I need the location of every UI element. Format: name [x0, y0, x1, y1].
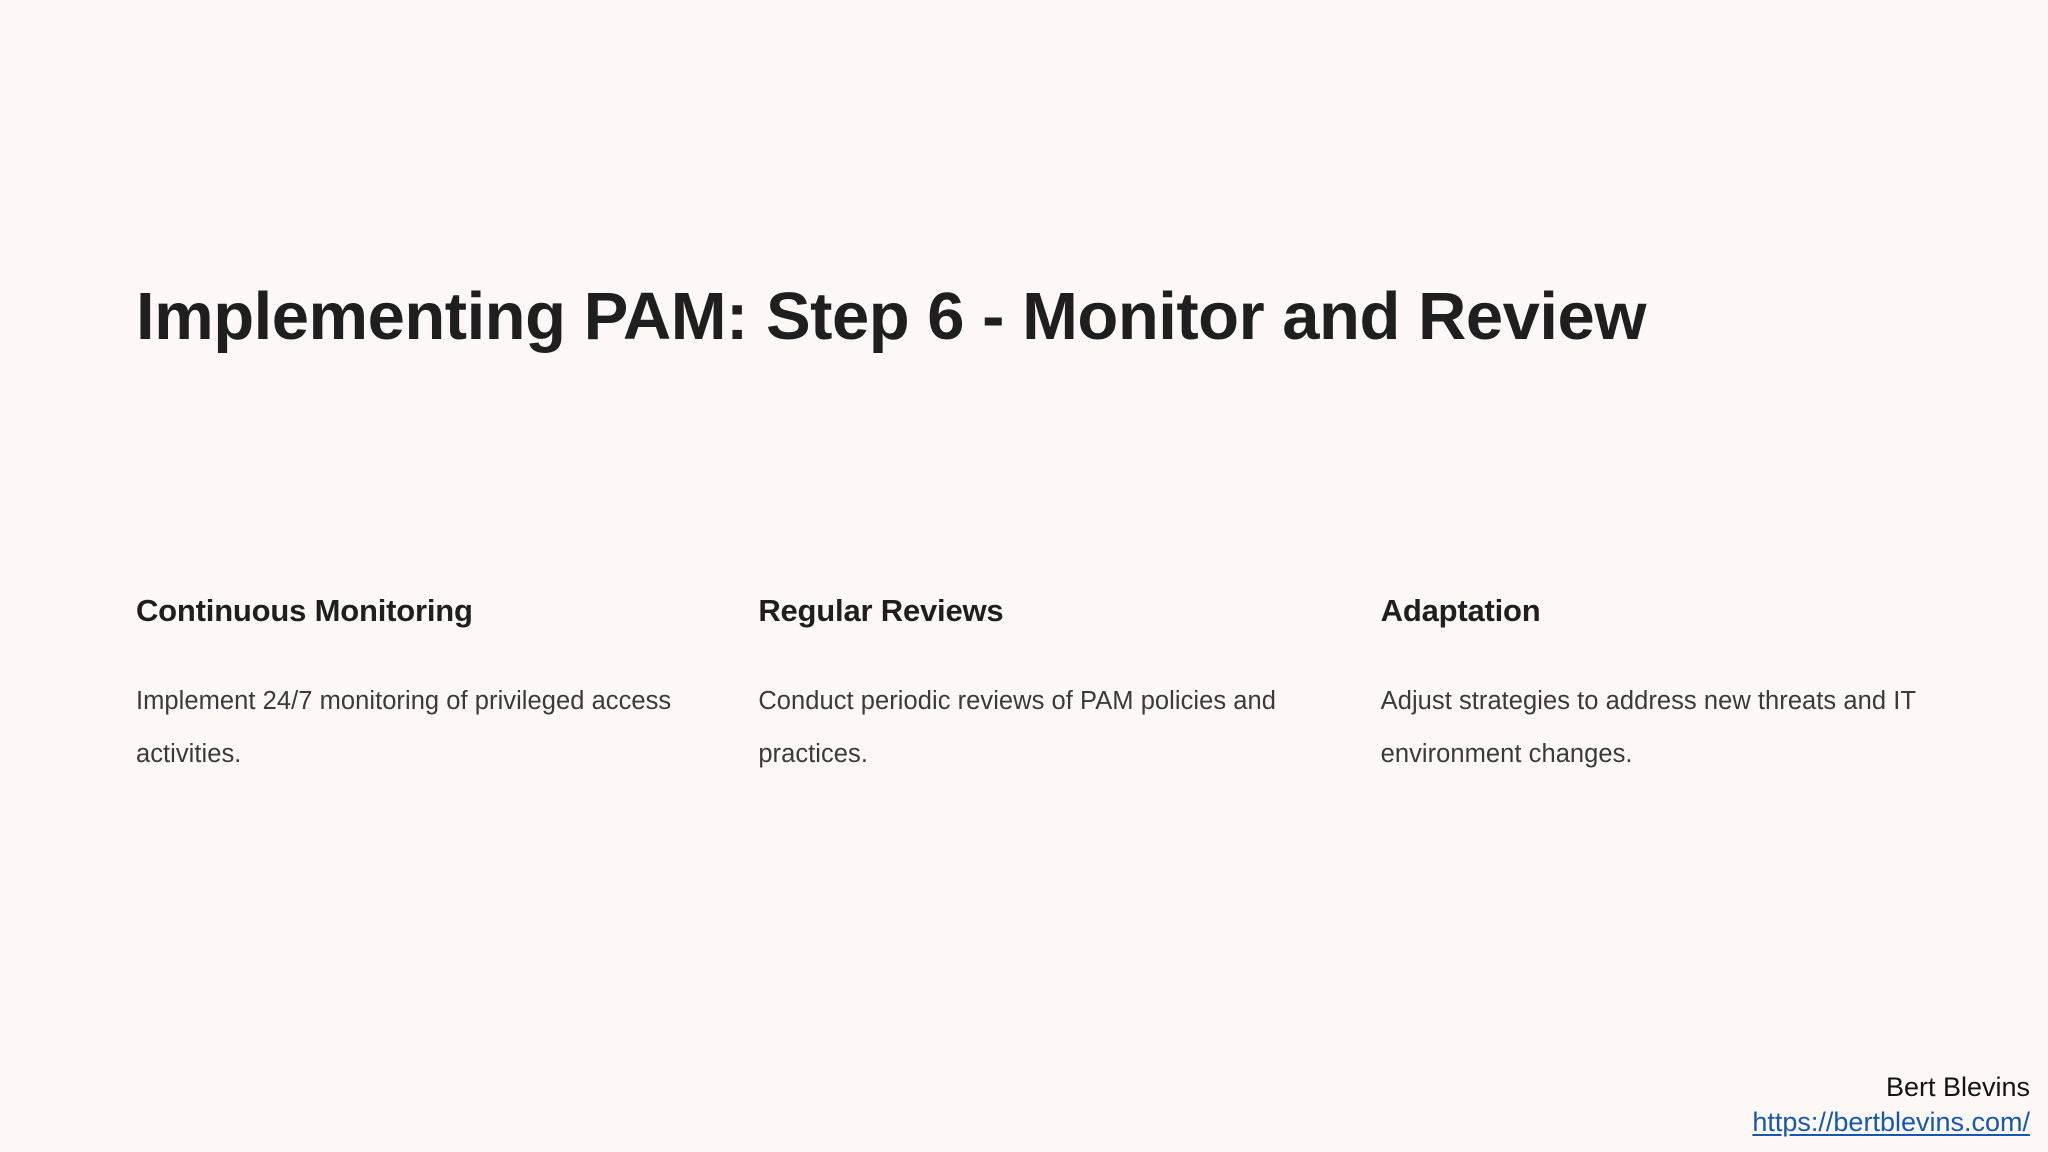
column-body-adaptation: Adjust strategies to address new threats…	[1380, 686, 1916, 768]
column-regular-reviews: Regular Reviews Conduct periodic reviews…	[758, 592, 1313, 781]
slide-footer: Bert Blevins https://bertblevins.com/	[1752, 1070, 2030, 1140]
column-adaptation: Adaptation Adjust strategies to address …	[1381, 592, 1936, 781]
column-heading-adaptation: Adaptation	[1380, 593, 1541, 628]
column-body-continuous-monitoring: Implement 24/7 monitoring of privileged …	[136, 686, 672, 768]
page-title: Implementing PAM: Step 6 - Monitor and R…	[136, 279, 1646, 354]
author-website-link[interactable]: https://bertblevins.com/	[1752, 1106, 2030, 1137]
column-body-regular-reviews: Conduct periodic reviews of PAM policies…	[758, 686, 1276, 768]
column-heading-regular-reviews: Regular Reviews	[758, 593, 1004, 628]
content-columns: Continuous Monitoring Implement 24/7 mon…	[136, 592, 1936, 781]
column-heading-continuous-monitoring: Continuous Monitoring	[136, 593, 473, 628]
author-name: Bert Blevins	[1885, 1071, 2030, 1102]
column-continuous-monitoring: Continuous Monitoring Implement 24/7 mon…	[136, 592, 691, 781]
